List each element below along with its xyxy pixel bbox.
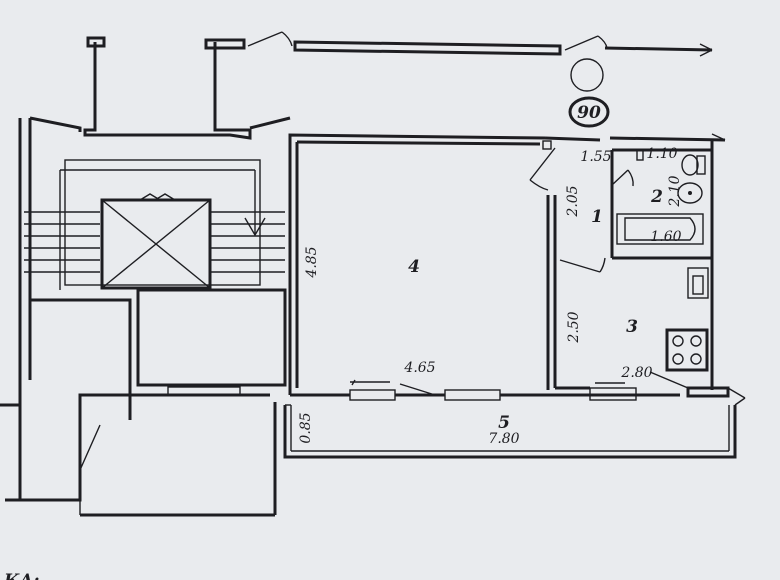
room-4-number: 4 [408, 257, 420, 277]
apartment-number-badge: 90 [568, 96, 610, 128]
footer-caption-fragment: КА: [3, 571, 40, 580]
dimension-room-4-4-65: 4.65 [403, 360, 435, 376]
dimension-room-2-1-60: 1.60 [650, 229, 681, 245]
column-symbol [570, 58, 604, 92]
lift-shaft [100, 193, 212, 290]
room-3-kitchen [555, 258, 746, 406]
room-1-number: 1 [591, 207, 603, 227]
upper-corridor-walls [83, 31, 713, 140]
staircase [18, 116, 291, 500]
room-2-number: 2 [650, 187, 663, 207]
lower-left-rooms [0, 288, 287, 517]
dimension-room-2-2-10: 2.10 [667, 175, 683, 207]
dimension-room-3-2-50: 2.50 [566, 311, 582, 343]
room-1-hallway [529, 136, 606, 390]
dimension-room-5-7-80: 7.80 [488, 431, 519, 447]
apartment-number: 90 [577, 103, 601, 123]
room-4 [288, 133, 590, 401]
room-3-number: 3 [626, 317, 638, 337]
dimension-hall-1-55: 1.55 [580, 149, 611, 165]
dimension-room-4-4-85: 4.85 [304, 246, 320, 278]
dimension-room-1-2-05: 2.05 [565, 185, 581, 217]
dimension-room-3-2-80: 2.80 [620, 365, 652, 381]
room-5-number: 5 [498, 413, 510, 433]
dimension-room-2-1-10: 1.10 [646, 146, 677, 162]
room-5-balcony [283, 404, 737, 459]
dimension-room-5-0-85: 0.85 [298, 412, 314, 443]
